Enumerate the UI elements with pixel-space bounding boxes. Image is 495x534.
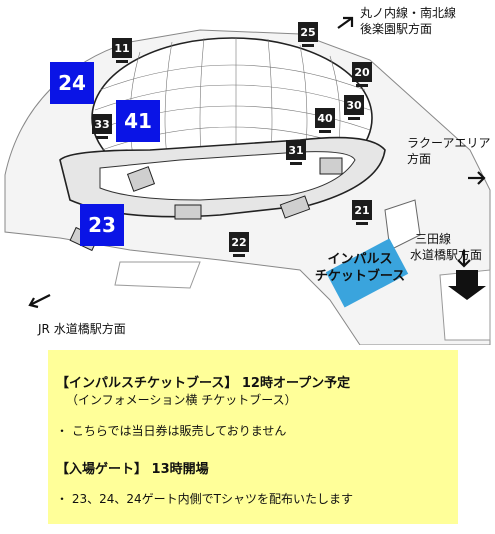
gate-21: 21 bbox=[352, 200, 372, 225]
gate-41-highlight: 41 bbox=[116, 100, 160, 142]
booth-label: インパルス チケットブース bbox=[314, 252, 406, 284]
gate-note: ・ 23、24、24ゲート内側でTシャツを配布いたします bbox=[56, 492, 353, 506]
booth-note: ・ こちらでは当日券は販売しておりません bbox=[56, 424, 287, 438]
gate-40: 40 bbox=[315, 108, 335, 133]
gate-31: 31 bbox=[286, 140, 306, 165]
booth-heading: 【インパルスチケットブース】 12時オープン予定 bbox=[56, 376, 351, 391]
gate-22: 22 bbox=[229, 232, 249, 257]
gate-30: 30 bbox=[344, 95, 364, 120]
laqua-label-2: 方面 bbox=[407, 152, 432, 166]
gate-33: 33 bbox=[92, 114, 112, 139]
gate-20: 20 bbox=[352, 62, 372, 87]
stadium-map: 11 25 20 30 40 33 31 21 22 24 41 23 丸ノ内線… bbox=[4, 6, 491, 346]
marunouchi-label-1: 丸ノ内線・南北線 bbox=[360, 6, 457, 20]
marunouchi-label-2: 後楽園駅方面 bbox=[360, 22, 433, 36]
direction-arrows bbox=[28, 16, 486, 309]
laqua-label-1: ラクーアエリア bbox=[407, 136, 491, 150]
gate-11: 11 bbox=[112, 38, 132, 63]
mita-label-1: 三田線 bbox=[415, 232, 452, 246]
gate-23-highlight: 23 bbox=[80, 204, 124, 246]
mita-label-2: 水道橋駅方面 bbox=[410, 248, 483, 262]
stadium-drawing bbox=[4, 16, 491, 346]
gate-25: 25 bbox=[298, 22, 318, 47]
jr-label: JR 水道橋駅方面 bbox=[38, 322, 126, 336]
gate-24-highlight: 24 bbox=[50, 62, 94, 104]
impulse-ticket-booth: インパルス チケットブース bbox=[313, 238, 409, 308]
booth-subheading: （インフォメーション横 チケットブース） bbox=[66, 393, 297, 407]
gate-heading: 【入場ゲート】 13時開場 bbox=[56, 462, 209, 477]
info-box: 【インパルスチケットブース】 12時オープン予定 （インフォメーション横 チケッ… bbox=[48, 350, 458, 524]
